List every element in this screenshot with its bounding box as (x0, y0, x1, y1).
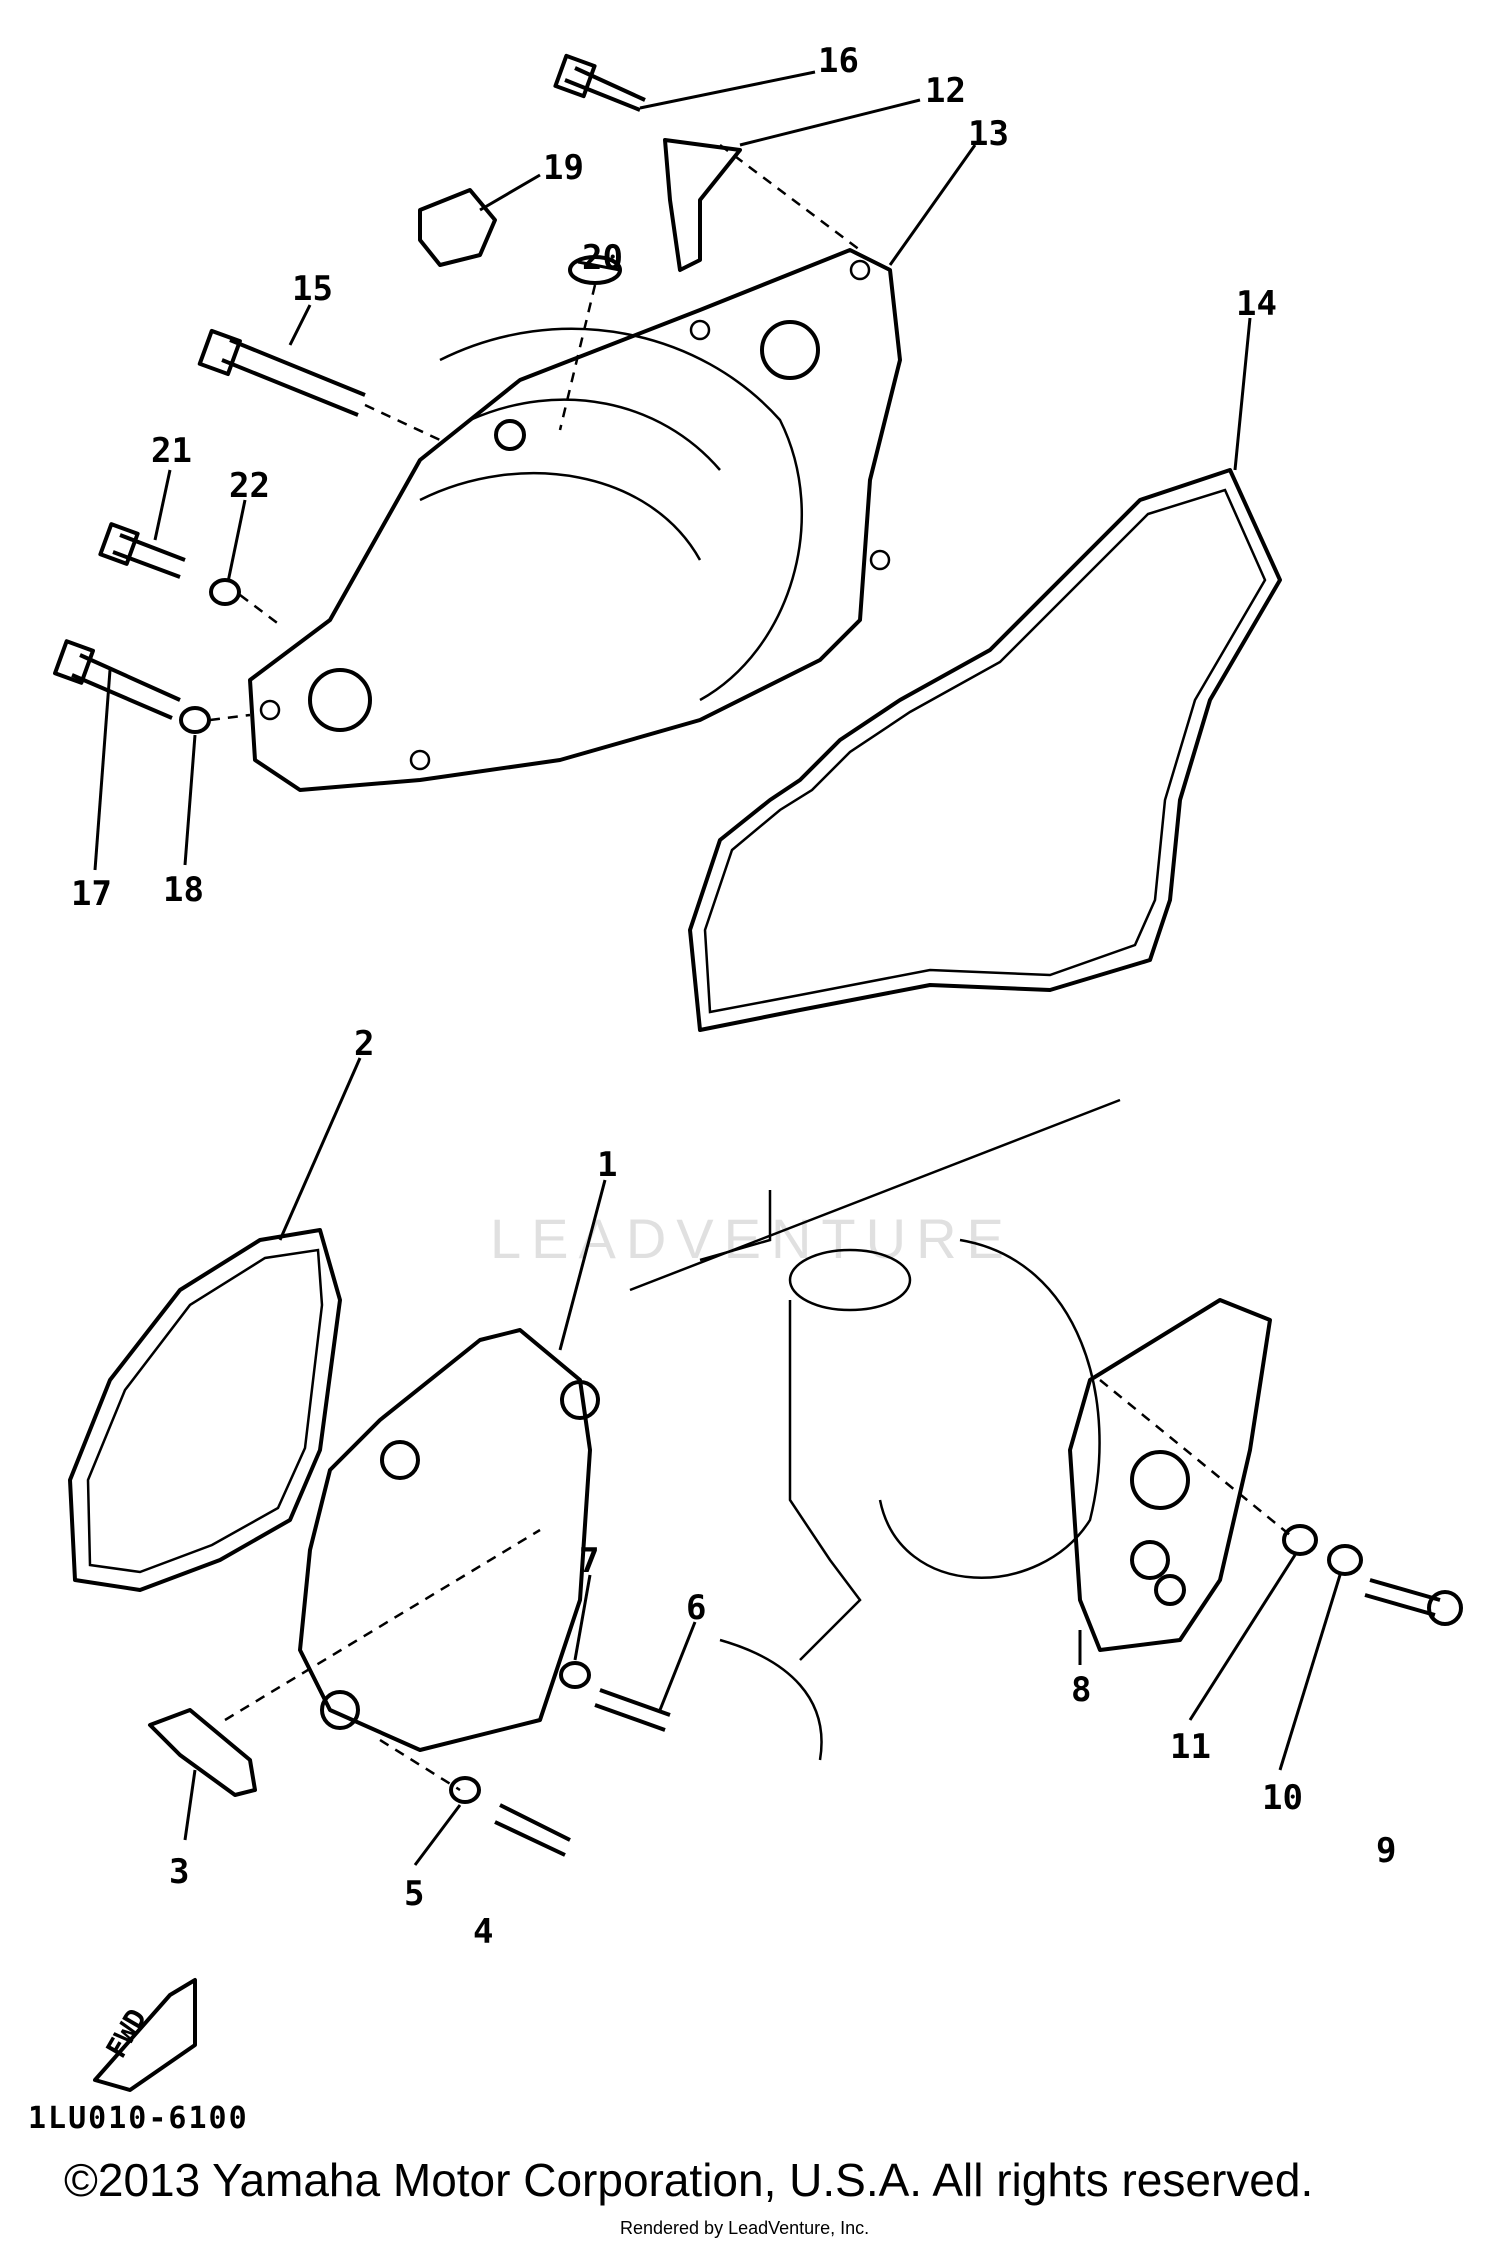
callout-11: 11 (1170, 1727, 1211, 1767)
callout-12: 12 (925, 71, 966, 111)
callout-16: 16 (818, 41, 859, 81)
gasket-2 (68, 1228, 342, 1592)
callout-14: 14 (1236, 284, 1277, 324)
leader-lines (93, 70, 1342, 1866)
callout-8: 8 (1071, 1670, 1091, 1710)
pump-cover-8 (1068, 1298, 1272, 1652)
cover-1 (298, 1328, 592, 1752)
washer-22 (209, 578, 241, 606)
callout-7: 7 (579, 1541, 599, 1581)
callout-9: 9 (1376, 1831, 1396, 1871)
bolts (53, 53, 1463, 1857)
fwd-label: FWD (99, 2003, 153, 2063)
clamp-3 (148, 1708, 257, 1797)
crankcase-cover-13 (248, 248, 902, 792)
callout-1: 1 (597, 1145, 617, 1185)
rendered-by: Rendered by LeadVenture, Inc. (620, 2218, 869, 2238)
callout-15: 15 (292, 269, 333, 309)
callout-22: 22 (229, 466, 270, 506)
callout-13: 13 (968, 114, 1009, 154)
callout-3: 3 (169, 1852, 189, 1892)
callout-20: 20 (582, 238, 623, 278)
callout-21: 21 (151, 431, 192, 471)
callout-6: 6 (686, 1588, 706, 1628)
clamp-12 (663, 138, 742, 272)
engine-housing (629, 1098, 1121, 1761)
callout-18: 18 (163, 870, 204, 910)
callout-4: 4 (473, 1912, 493, 1952)
callout-5: 5 (404, 1874, 424, 1914)
washer-7 (559, 1661, 591, 1689)
washer-5 (449, 1776, 481, 1804)
washer-10 (1327, 1544, 1363, 1576)
washer-18 (179, 706, 211, 734)
diagram-code: 1LU010-6100 (28, 2101, 249, 2136)
callout-19: 19 (543, 148, 584, 188)
filler-plug-19 (418, 188, 497, 267)
callout-10: 10 (1262, 1778, 1303, 1818)
callout-2: 2 (354, 1024, 374, 1064)
washer-11 (1282, 1524, 1318, 1556)
watermark: LEADVENTURE (490, 1207, 1014, 1270)
gasket-14 (688, 468, 1282, 1032)
callout-17: 17 (71, 874, 112, 914)
copyright: ©2013 Yamaha Motor Corporation, U.S.A. A… (64, 2154, 1313, 2206)
fwd-arrow-icon: FWD (93, 1978, 197, 2092)
callout-labels: 16 12 13 19 20 15 14 21 22 17 18 2 1 7 6… (71, 41, 1396, 1952)
